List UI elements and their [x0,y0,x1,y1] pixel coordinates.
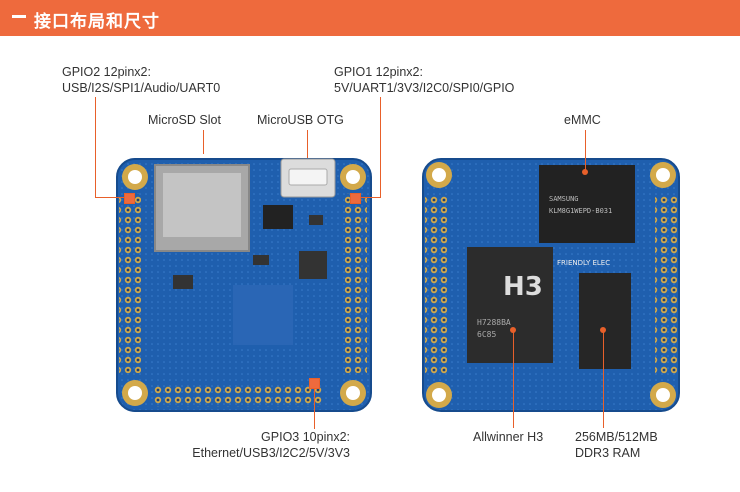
gpio1-label: GPIO1 12pinx2: 5V/UART1/3V3/I2C0/SPI0/GP… [334,65,515,95]
soc-label: Allwinner H3 [473,430,544,444]
gpio3-marker [309,378,320,389]
header-title: 接口布局和尺寸 [34,12,160,32]
header-dash [12,15,26,18]
microusb-pointer [307,130,308,158]
microsd-label: MicroSD Slot [148,113,221,127]
gpio3-label: GPIO3 10pinx2: Ethernet/USB3/I2C2/5V/3V3 [192,430,350,460]
gpio2-marker [124,193,135,204]
gpio1-pointer-h [358,197,380,198]
ram-pointer [603,330,604,428]
gpio2-pointer-h [95,197,125,198]
emmc-label: eMMC [564,113,601,127]
section-header: 接口布局和尺寸 [0,0,740,36]
right-board-image: SAMSUNG KLM8G1WEPD-B031 H3 H7288BA 6C85 … [422,158,680,412]
microsd-pointer [203,130,204,154]
ram-dot [600,327,606,333]
gpio1-pointer-v [380,97,381,198]
soc-line1-text: H7288BA [477,318,511,327]
gpio1-marker [350,193,361,204]
emmc-dot [582,169,588,175]
ram-label: 256MB/512MB DDR3 RAM [575,430,658,460]
soc-dot [510,327,516,333]
brand-text: FRIENDLY ELEC [557,259,610,267]
emmc-part-text: KLM8G1WEPD-B031 [549,207,612,215]
soc-line2-text: 6C85 [477,330,496,339]
left-board-image [116,158,372,412]
microusb-label: MicroUSB OTG [257,113,344,127]
gpio2-pointer-v [95,97,96,198]
gpio2-label: GPIO2 12pinx2: USB/I2S/SPI1/Audio/UART0 [62,65,221,95]
emmc-pointer [585,130,586,172]
emmc-brand-text: SAMSUNG [549,195,579,203]
soc-main-text: H3 [503,272,543,302]
gpio3-pointer [314,385,315,429]
soc-pointer [513,330,514,428]
